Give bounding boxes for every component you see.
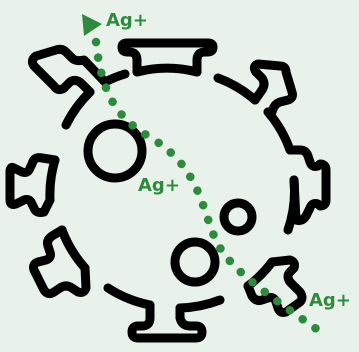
- silver-ion-label-middle: Ag+: [138, 177, 180, 195]
- virus-spike-right: [290, 150, 326, 221]
- virus-inner-circle-large: [88, 124, 142, 178]
- silver-ion-label-top: Ag+: [106, 12, 148, 30]
- virus-inner-circle-medium: [175, 242, 215, 282]
- virus-inner-circle-small: [224, 203, 252, 231]
- virus-spike-top-left: [32, 49, 105, 92]
- ion-path-arrowhead: [82, 14, 102, 36]
- virus-spike-top-right: [254, 64, 292, 112]
- silver-ion-label-right: Ag+: [309, 292, 351, 310]
- ion-path-dots: [96, 42, 318, 330]
